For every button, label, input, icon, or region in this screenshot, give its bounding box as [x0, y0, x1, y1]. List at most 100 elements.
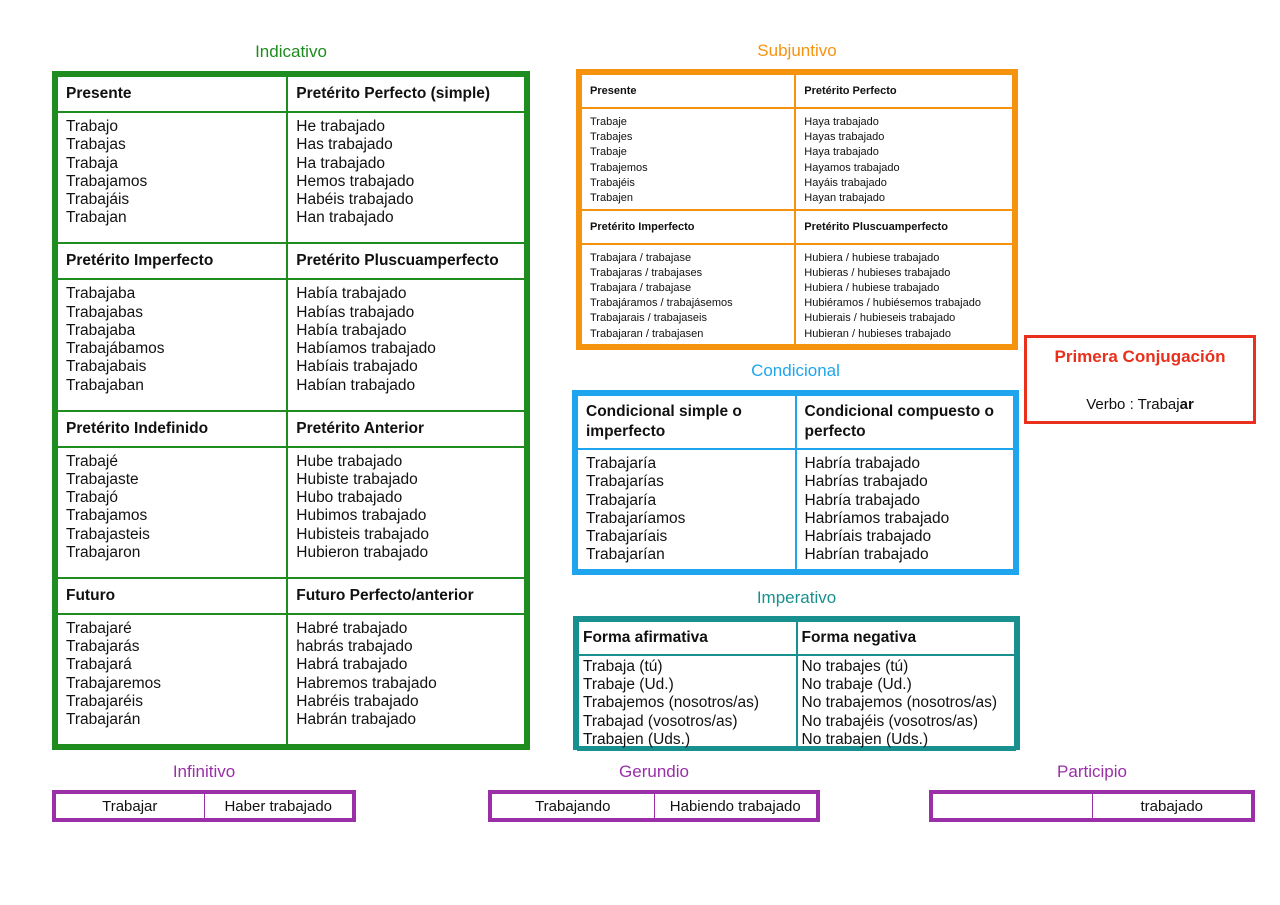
- imperativo-title: Imperativo: [756, 588, 837, 607]
- verb-form: Habrías trabajado: [804, 473, 928, 491]
- verb-form: Han trabajado: [296, 209, 394, 227]
- verb-form: Has trabajado: [296, 136, 393, 154]
- verb-form: Habíamos trabajado: [296, 340, 436, 358]
- subjuntivo-title: Subjuntivo: [757, 41, 837, 60]
- verb-form: Habré trabajado: [296, 619, 408, 637]
- verb-form: Trabajó: [66, 489, 118, 507]
- verb-form: Trabaje: [590, 146, 627, 159]
- participio-title: Participio: [1057, 762, 1127, 781]
- verb-form: Trabajarán: [66, 711, 141, 729]
- tense-header: Pretérito Indefinido: [55, 409, 289, 448]
- verb-form: Trabajamos: [66, 507, 148, 525]
- participio-simple: [933, 794, 1092, 818]
- verb-form: Trabajo: [66, 118, 118, 135]
- tense-header: Futuro: [55, 576, 289, 615]
- verb-form: Trabajemos: [590, 161, 648, 174]
- verb-form: Trabajan: [66, 209, 127, 227]
- verb-form: Habría trabajado: [804, 491, 920, 509]
- conjugation-title: Primera Conjugación: [1054, 347, 1226, 366]
- verb-form: Trabaja (tú): [583, 658, 663, 675]
- verb-form: Trabajarías: [586, 473, 664, 491]
- verb-form: Hayas trabajado: [804, 131, 885, 144]
- verb-ending: ar: [1179, 396, 1194, 413]
- condicional-title: Condicional: [751, 361, 840, 380]
- verb-form: No trabajéis (vosotros/as): [801, 712, 979, 730]
- verb-form: Hubisteis trabajado: [296, 525, 429, 543]
- verb-form: Trabajaba: [66, 285, 136, 303]
- verb-form: Trabajaban: [66, 376, 144, 394]
- verb-form: Trabajarás: [66, 638, 140, 656]
- verb-form: Trabajaría: [586, 491, 657, 509]
- verb-form: He trabajado: [296, 118, 386, 135]
- verb-form: Trabaje: [590, 116, 627, 128]
- tense-header: Pretérito Anterior: [286, 409, 526, 448]
- tense-header: Forma negativa: [795, 620, 1016, 656]
- gerundio-compuesto: Habiendo trabajado: [653, 794, 817, 818]
- verb-form: Hubiéramos / hubiésemos trabajado: [804, 297, 981, 310]
- verb-form: Trabajábamos: [66, 340, 165, 358]
- tense-header: Pretérito Perfecto (simple): [286, 75, 526, 113]
- verb-form: Hubierais / hubieseis trabajado: [804, 312, 956, 325]
- verb-form: Trabajaras / trabajases: [590, 266, 703, 279]
- verb-form: Trabajaba: [66, 321, 136, 339]
- verb-form: Trabajamos: [66, 172, 148, 190]
- verb-form: Hayamos trabajado: [804, 161, 900, 174]
- verb-form: No trabaje (Ud.): [801, 676, 912, 694]
- verb-form: Trabajaste: [66, 470, 139, 488]
- verb-form: Trabajaríais: [586, 528, 668, 546]
- verb-prefix: Verbo :: [1086, 396, 1138, 413]
- verb-form: Habréis trabajado: [296, 692, 419, 710]
- verb-form: Haya trabajado: [804, 146, 879, 159]
- tense-header: Condicional compuesto o perfecto: [794, 394, 1015, 450]
- verb-form: Hubo trabajado: [296, 489, 403, 507]
- tense-header: Presente: [55, 75, 289, 113]
- verb-form: Trabajaron: [66, 543, 141, 561]
- verb-form: Trabajarían: [586, 546, 665, 564]
- verb-form: Hubiera / hubiese trabajado: [804, 281, 940, 294]
- verb-form: Habremos trabajado: [296, 674, 437, 692]
- infinitivo-simple: Trabajar: [102, 797, 158, 815]
- verb-form: Hube trabajado: [296, 452, 403, 470]
- verb-form: Trabajabas: [66, 303, 143, 321]
- verb-form: Trabajaríamos: [586, 509, 686, 527]
- verb-form: Trabaje (Ud.): [583, 676, 674, 694]
- tense-header: Condicional simple o imperfecto: [576, 394, 797, 450]
- verb-form: No trabajemos (nosotros/as): [801, 694, 998, 712]
- verb-form: Trabajas: [66, 136, 126, 154]
- verb-form: Trabajasteis: [66, 525, 150, 543]
- verb-form: Hemos trabajado: [296, 172, 415, 190]
- tense-header: Pretérito Perfecto: [794, 73, 1014, 109]
- verb-form: Había trabajado: [296, 285, 407, 303]
- verb-form: Ha trabajado: [296, 154, 386, 172]
- verb-form: Trabajemos (nosotros/as): [583, 694, 760, 712]
- tense-header: Futuro Perfecto/anterior: [286, 576, 526, 615]
- verb-form: Hayáis trabajado: [804, 176, 887, 189]
- verb-form: Trabajen (Uds.): [583, 730, 691, 748]
